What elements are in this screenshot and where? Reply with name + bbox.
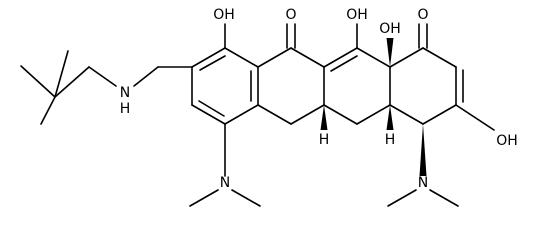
ring-d <box>389 47 464 125</box>
hydroxyl-label-c1: OH <box>213 7 235 23</box>
amine-h-label: H <box>120 101 131 117</box>
ring-c <box>323 47 391 125</box>
molecule-structure-canvas: OH O OH OH O OH N H N N H H <box>20 7 518 207</box>
ketone-c9 <box>286 23 296 49</box>
hydrogen-label-c13a: H <box>385 132 396 148</box>
stereo-wedge-oh-c11a <box>386 38 394 67</box>
nitrogen-label-ring-a: N <box>220 175 230 191</box>
nitrogen-label-ring-d: N <box>418 175 428 191</box>
oxygen-label-c12: O <box>417 7 428 23</box>
stereo-wedge-h-c5a <box>320 105 328 130</box>
hydroxyl-label-c11: OH <box>346 7 368 23</box>
ketone-c12 <box>418 23 428 49</box>
dimethylamino-ring-d <box>387 124 459 207</box>
skeletal-formula: OH O OH OH O OH N H N N H H <box>20 7 518 207</box>
hydroxyl-label-c11a: OH <box>379 21 401 37</box>
ring-b <box>257 47 325 125</box>
neopentyl-group <box>20 50 117 125</box>
oxygen-label-c9: O <box>285 7 296 23</box>
aminomethyl-linker <box>133 66 193 87</box>
amine-n-label: N <box>120 85 130 101</box>
hydrogen-label-c5a: H <box>319 132 330 148</box>
hydroxyl-label-c14: OH <box>496 133 518 149</box>
dimethylamino-ring-a <box>189 123 261 207</box>
ring-a-aromatic <box>191 47 259 125</box>
stereo-wedge-h-c13a <box>386 105 394 130</box>
